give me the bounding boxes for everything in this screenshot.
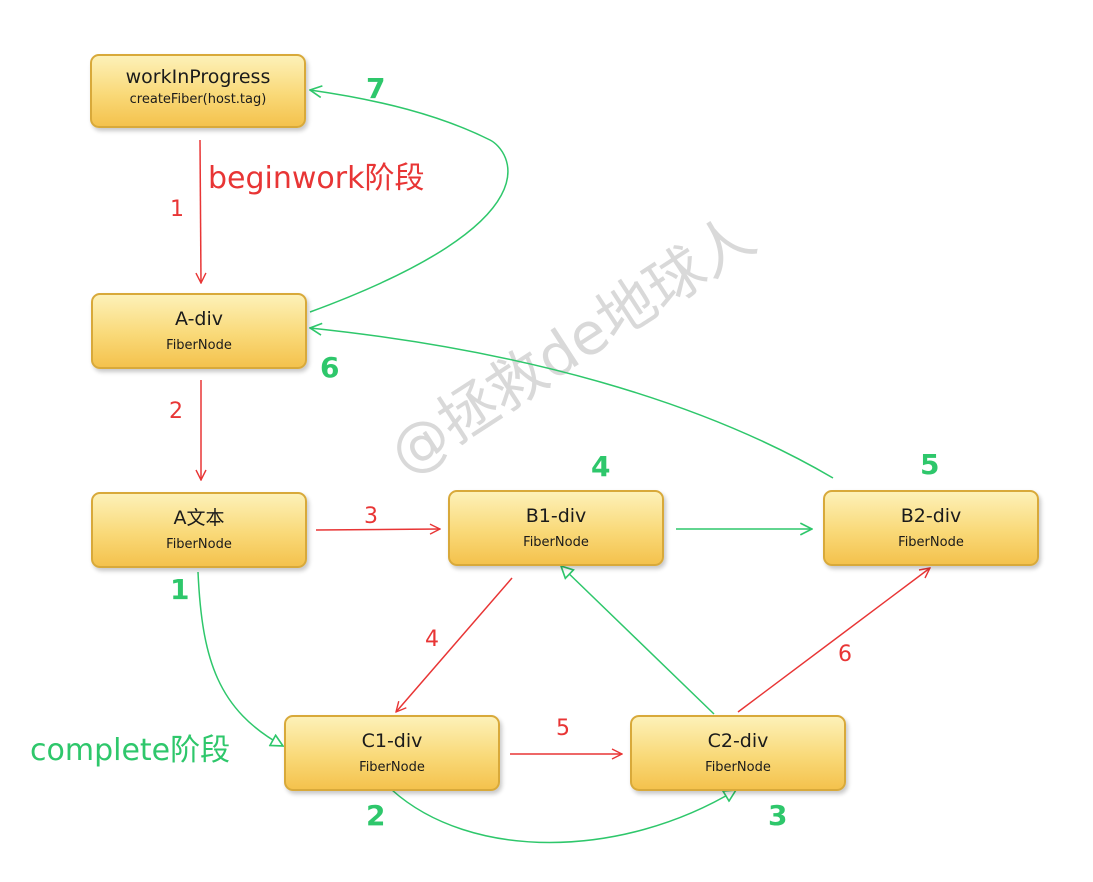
node-subtitle: FiberNode bbox=[359, 760, 425, 775]
beginwork-phase-label: beginwork阶段 bbox=[208, 161, 425, 196]
complete-step-label-6: 6 bbox=[320, 351, 340, 384]
edge-begin-1 bbox=[200, 139, 201, 283]
edge-begin-3 bbox=[315, 529, 440, 530]
node-title: workInProgress bbox=[125, 66, 271, 88]
edge-complete-5 bbox=[310, 328, 834, 479]
node-subtitle: FiberNode bbox=[166, 537, 232, 552]
edge-complete-6 bbox=[310, 90, 509, 313]
begin-step-label-1: 1 bbox=[170, 197, 184, 222]
node-title: B1-div bbox=[525, 505, 587, 527]
complete-step-label-4: 4 bbox=[591, 450, 611, 483]
begin-step-label-2: 2 bbox=[169, 399, 183, 424]
node-subtitle: FiberNode bbox=[523, 535, 589, 550]
edge-complete-3 bbox=[561, 566, 715, 715]
begin-step-label-4: 4 bbox=[425, 627, 439, 652]
node-title: C2-div bbox=[707, 730, 769, 752]
node-subtitle: createFiber(host.tag) bbox=[129, 92, 267, 107]
edge-begin-4 bbox=[396, 577, 513, 712]
complete-step-label-3: 3 bbox=[768, 799, 788, 832]
node-subtitle: FiberNode bbox=[705, 760, 771, 775]
begin-step-label-5: 5 bbox=[556, 716, 570, 741]
edge-complete-1 bbox=[197, 571, 283, 746]
begin-step-label-3: 3 bbox=[364, 504, 378, 529]
node-b2-div: B2-div FiberNode bbox=[823, 490, 1039, 566]
begin-step-label-6: 6 bbox=[838, 642, 852, 667]
edge-begin-6 bbox=[737, 568, 930, 713]
node-subtitle: FiberNode bbox=[898, 535, 964, 550]
node-a-text: A文本 FiberNode bbox=[91, 492, 307, 568]
node-title: A-div bbox=[174, 308, 224, 330]
node-c1-div: C1-div FiberNode bbox=[284, 715, 500, 791]
complete-phase-label: complete阶段 bbox=[30, 733, 231, 768]
node-c2-div: C2-div FiberNode bbox=[630, 715, 846, 791]
edge-complete-2 bbox=[391, 790, 736, 844]
node-title: C1-div bbox=[361, 730, 423, 752]
node-workinprogress: workInProgress createFiber(host.tag) bbox=[90, 54, 306, 128]
complete-step-label-1: 1 bbox=[170, 573, 190, 606]
complete-step-label-5: 5 bbox=[920, 448, 940, 481]
node-a-div: A-div FiberNode bbox=[91, 293, 307, 369]
complete-step-label-7: 7 bbox=[366, 72, 386, 105]
node-title: B2-div bbox=[900, 505, 962, 527]
complete-step-label-2: 2 bbox=[366, 799, 386, 832]
node-b1-div: B1-div FiberNode bbox=[448, 490, 664, 566]
node-title: A文本 bbox=[173, 507, 225, 529]
node-subtitle: FiberNode bbox=[166, 338, 232, 353]
